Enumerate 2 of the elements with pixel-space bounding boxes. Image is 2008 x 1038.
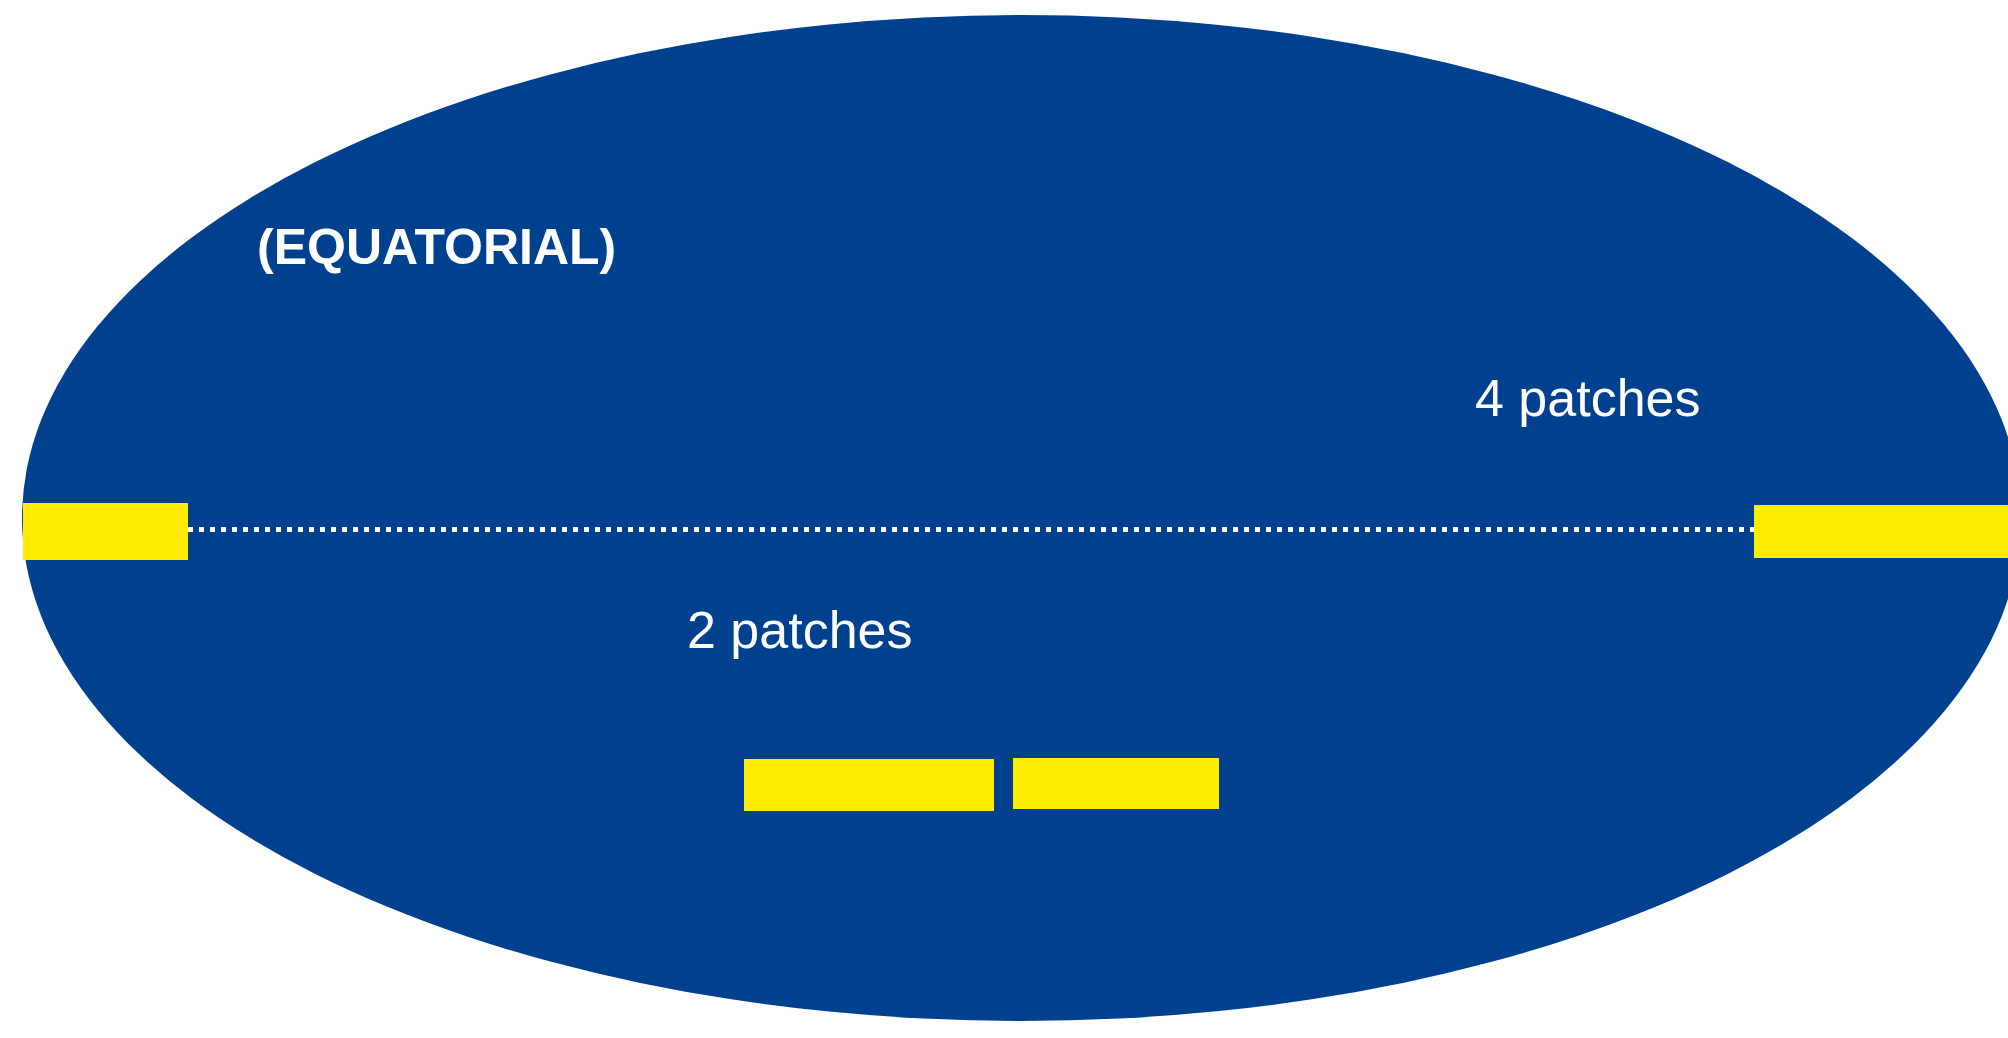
region-label: (EQUATORIAL) [257, 222, 617, 272]
equator-line [188, 527, 1754, 532]
